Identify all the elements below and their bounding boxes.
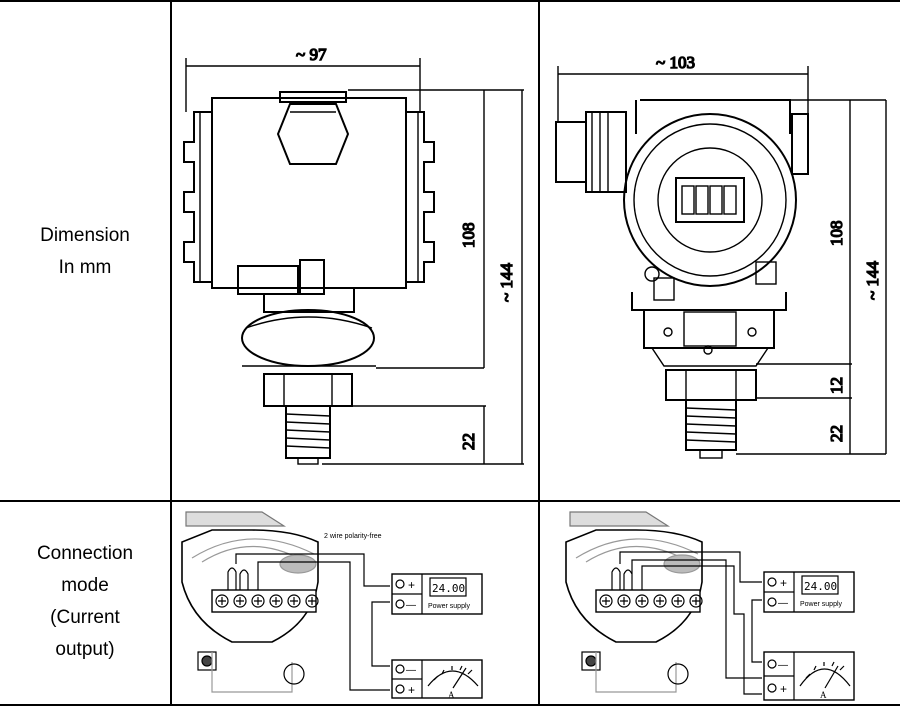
right-body-height: 108 [827,221,846,247]
meter-plus: + [408,683,415,697]
column-divider-1 [170,0,172,706]
dimension-row-label: Dimension In mm [40,225,130,278]
meter-unit: A [820,690,827,700]
power-plus: + [408,578,415,592]
right-dimension-drawing: ~ 103 [540,2,900,500]
connection-row-label: Connection mode (Current output) [36,543,134,660]
wiring-note: 2 wire polarity-free [324,533,382,540]
power-plus: + [780,576,787,590]
right-wiring-diagram: + — 24.00 Power supply — + A [540,502,900,704]
meter-plus: + [780,682,787,696]
left-width-value: ~ 97 [296,45,327,64]
meter-unit: A [448,690,455,700]
row-bottom-border [0,704,900,706]
right-nut-height: 12 [827,377,846,394]
power-minus: — [778,598,788,609]
left-thread-height: 22 [459,433,478,450]
power-minus: — [406,600,416,611]
lcd-value: 24.00 [804,580,837,593]
column-divider-2 [538,0,540,706]
right-width-value: ~ 103 [656,53,695,72]
row-divider [0,500,900,502]
lcd-value: 24.00 [432,582,465,595]
meter-minus: — [406,665,416,676]
power-supply-label: Power supply [800,601,843,608]
meter-minus: — [778,660,788,671]
power-supply-label: Power supply [428,603,471,610]
left-body-height: 108 [459,223,478,249]
row-top-border [0,0,900,2]
right-thread-height: 22 [827,425,846,442]
left-total-height: ~ 144 [497,263,516,302]
left-wiring-diagram: 2 wire polarity-free + — 24.00 Power sup… [172,502,538,704]
left-dimension-drawing: ~ 97 [172,2,538,500]
right-total-height: ~ 144 [863,261,882,300]
